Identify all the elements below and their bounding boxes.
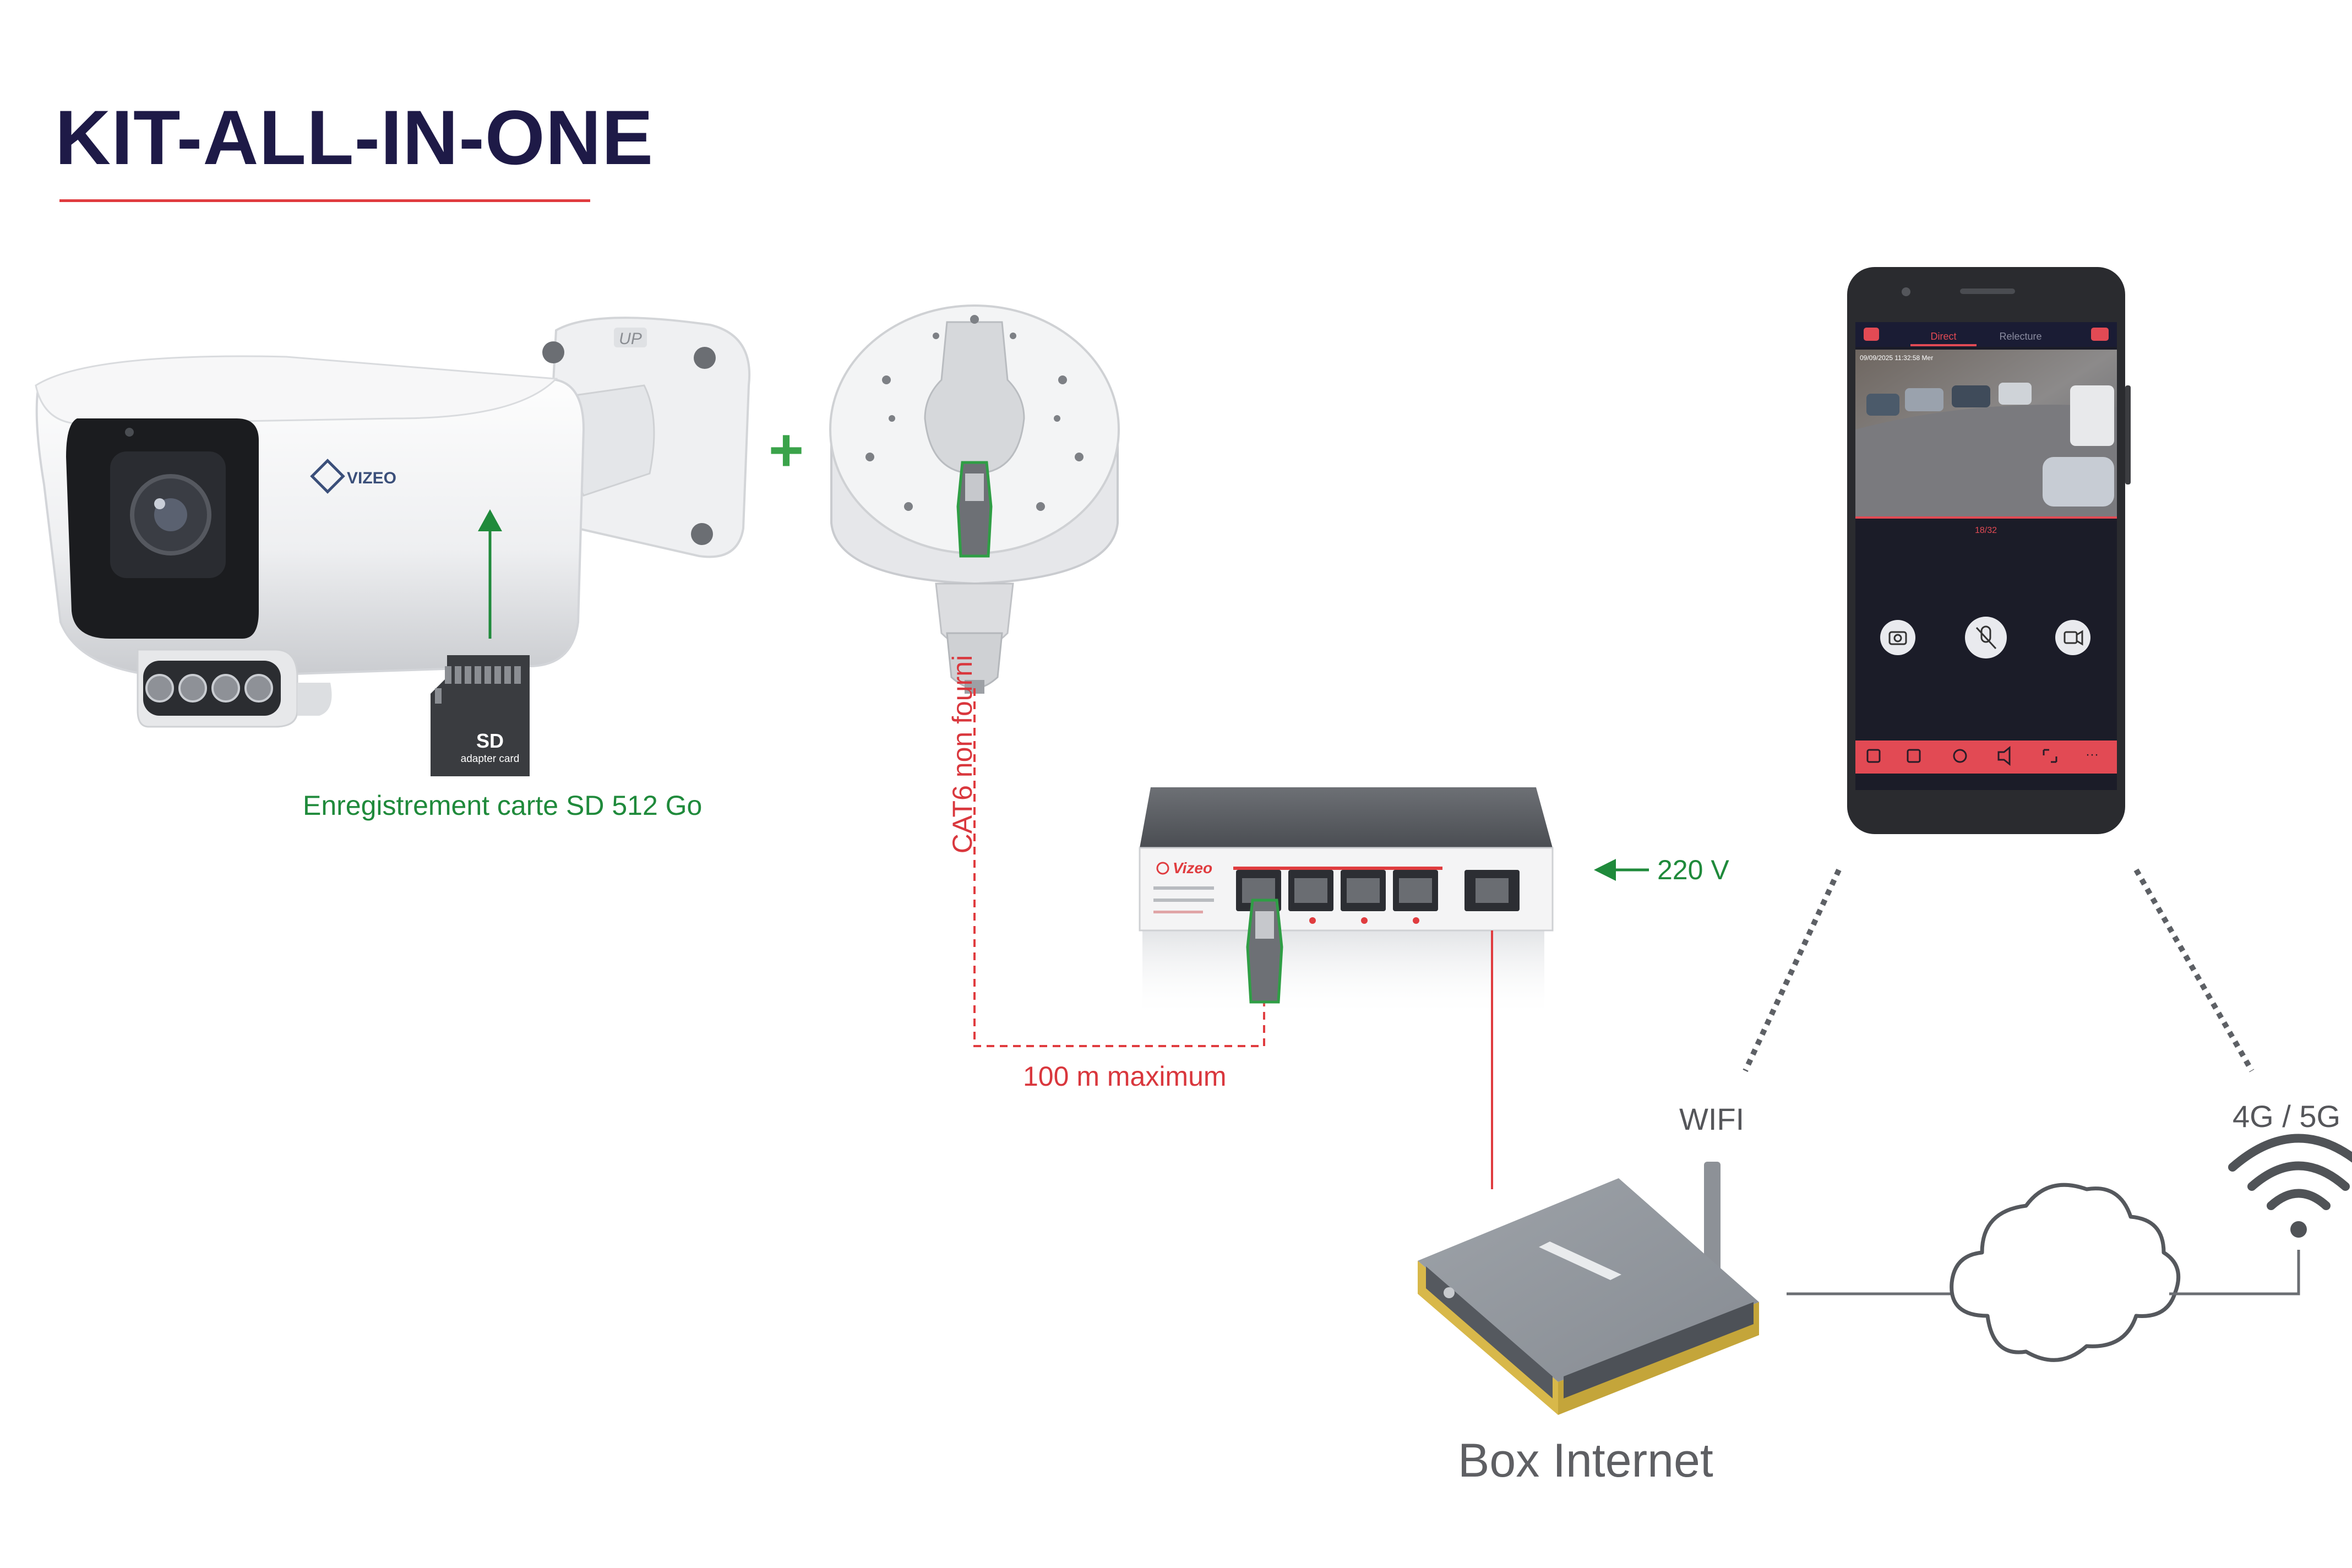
toolbar-btn-2[interactable] [1907,749,1921,763]
bullet-camera: UP VIZEO [35,317,751,728]
toolbar-btn-more[interactable]: ··· [2086,747,2099,762]
camera-sunshield [35,355,558,425]
svg-text:adapter card: adapter card [461,753,520,765]
cloud-icon [1950,1183,2181,1362]
toolbar-btn-3[interactable] [1953,749,1967,763]
svg-text:SD: SD [476,729,504,752]
page-title: KIT-ALL-IN-ONE [55,94,654,181]
smartphone: Direct Relecture 09/09/2025 11:32:58 Mer… [1847,267,2131,834]
mobile-network-label: 4G / 5G [2233,1099,2341,1134]
snapshot-button[interactable] [1880,620,1915,655]
svg-text:Vizeo: Vizeo [1173,859,1212,876]
title-underline [59,199,590,202]
video-counter: 18/32 [1975,526,1997,535]
cable-length-label: 100 m maximum [1023,1061,1227,1092]
router-light-bar [1539,1242,1621,1280]
switch-top [1140,787,1553,848]
power-label: 220 V [1657,854,1729,885]
app-menu-button[interactable] [2091,328,2109,341]
router-top [1418,1178,1759,1382]
mount-screw-3 [691,523,713,545]
svg-text:VIZEO: VIZEO [347,469,396,487]
sd-recording-label: Enregistrement carte SD 512 Go [303,790,703,821]
ir-led-3 [211,674,240,703]
record-button[interactable] [2055,620,2090,655]
wifi-label: WIFI [1679,1102,1745,1136]
mobile-link [2133,868,2255,1072]
app-back-button[interactable] [1864,328,1879,341]
vizeo-logo: VIZEO [310,459,396,494]
cloud-4g-link [2169,1250,2300,1295]
power-arrow [1594,859,1649,881]
poe-switch: Vizeo [1139,787,1554,1019]
mount-up-tag: UP [619,330,642,348]
app-toolbar [1855,741,2117,774]
box-internet-label: Box Internet [1458,1434,1713,1487]
ir-led-1 [145,674,174,703]
cable-type-label: CAT6 non fourni [947,655,978,854]
mount-screw-2 [694,347,716,369]
plus-sign: + [769,416,804,484]
junction-box [829,304,1120,694]
video-timestamp: 09/09/2025 11:32:58 Mer [1860,354,1933,362]
tab-direct[interactable]: Direct [1930,331,1956,342]
mount-screw-1 [542,341,564,363]
wifi-link [1743,868,1842,1072]
toolbar-btn-5[interactable] [2043,749,2057,763]
ir-led-2 [178,674,207,703]
sd-card: SD adapter card [431,655,530,776]
internet-box [1418,1162,1759,1415]
ir-led-4 [244,674,273,703]
sd-arrow [478,509,502,639]
signal-icon [2228,1134,2352,1238]
toolbar-btn-4[interactable] [1997,745,2011,766]
cat6-cable [973,688,1265,1047]
toolbar-btn-1[interactable] [1866,749,1881,763]
tab-relecture[interactable]: Relecture [1999,331,2041,342]
